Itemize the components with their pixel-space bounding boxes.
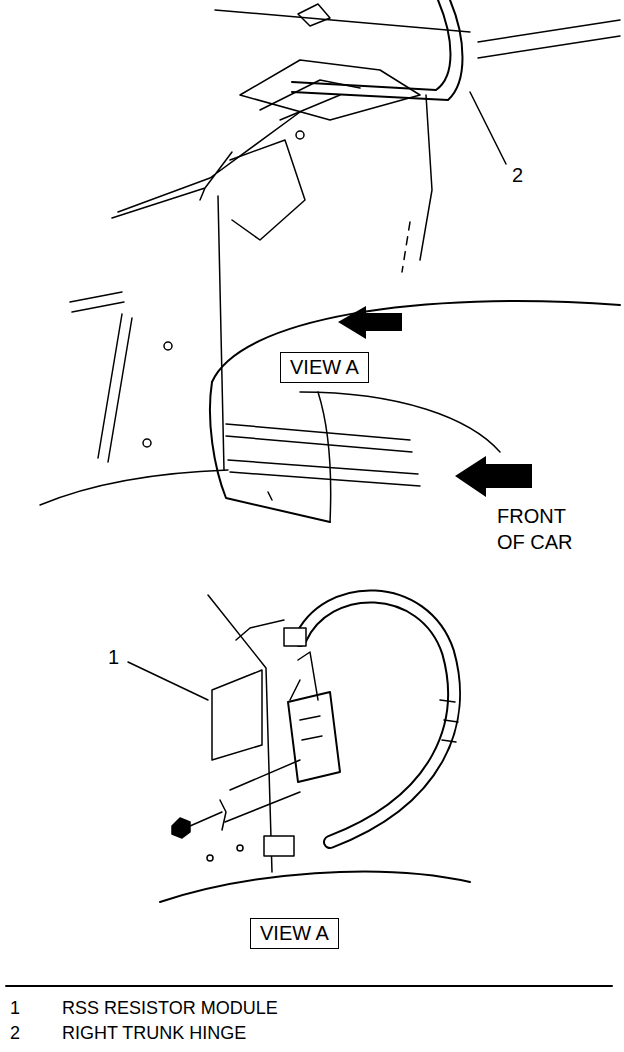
resistor-module [300,716,322,740]
view-box: VIEW A [280,352,369,383]
bolt [296,131,304,139]
tail-lamp [318,392,331,522]
box-text: VIEW A [290,356,359,379]
box-text: VIEW A [260,922,329,945]
callout-number: 1 [108,644,119,670]
bracket [236,620,284,640]
hinge-box [260,80,360,120]
bolt [190,812,222,826]
lamp-lines [226,424,420,486]
tray-square [298,4,330,26]
panel-edge [98,314,132,462]
hole [207,855,213,861]
bracket [220,800,226,830]
floor-edge [40,470,228,505]
connector [264,836,294,856]
panel-edge [112,112,300,218]
bolt [172,818,190,838]
pillar [420,95,432,260]
panel-edge [70,292,124,312]
front-arrow [455,456,532,497]
callout-number: 2 [10,1022,20,1045]
harness-mark [440,700,458,742]
connector [290,652,318,700]
trunk-hinge [292,0,451,90]
wire [225,760,300,822]
hole [237,845,243,851]
tail-lamp [268,492,272,500]
view-arrow [338,306,402,339]
part-name: RSS RESISTOR MODULE [62,997,278,1020]
panel-trim [230,140,305,240]
fender-edge [212,301,620,382]
tail-lamp [210,382,330,522]
harness [300,596,454,842]
pillar [218,196,224,470]
hole [143,439,151,447]
trunk-hinge [292,0,463,100]
callout-number: 1 [10,997,20,1020]
view-box: VIEW A [250,918,339,949]
rail-lines [478,20,620,58]
leader-line [470,92,506,164]
divider-line [6,985,612,987]
hinge-box [240,60,420,120]
harness [300,596,454,842]
part-name: RIGHT TRUNK HINGE [62,1022,246,1045]
fender-edge [300,392,500,452]
resistor-module [288,692,340,782]
panel-edge [160,872,470,902]
hole [164,342,172,350]
resistor-bracket [212,670,262,760]
deck-edge [215,10,470,32]
connector [284,628,306,646]
hidden-line [402,222,410,272]
leader-line [128,662,208,700]
callout-number: 2 [512,162,523,188]
direction-label: FRONT OF CAR [497,503,587,555]
